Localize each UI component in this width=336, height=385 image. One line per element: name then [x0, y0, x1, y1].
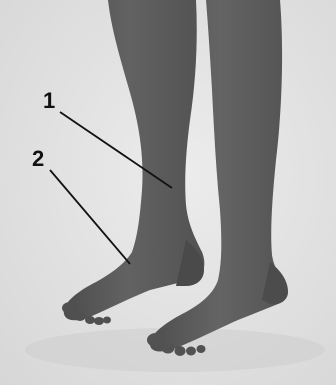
callout-1-label: 1	[43, 88, 55, 113]
callout-2-label: 2	[32, 146, 44, 171]
